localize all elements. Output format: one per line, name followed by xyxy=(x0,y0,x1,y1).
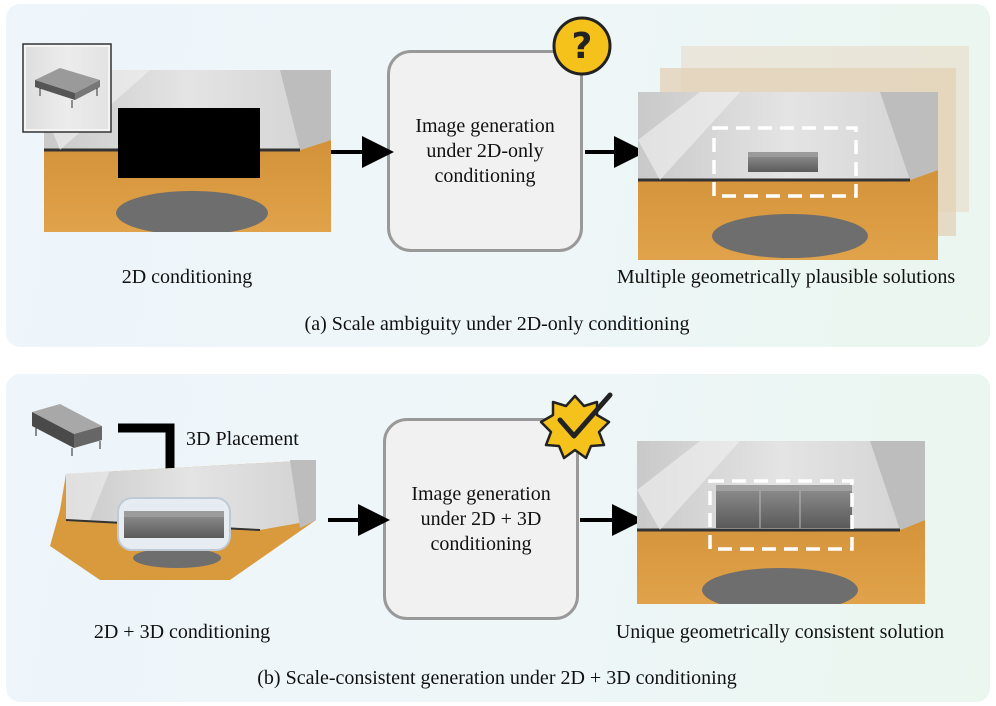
process-text-2d-3d: Image generation under 2D + 3D condition… xyxy=(411,482,551,555)
mask-region xyxy=(118,108,260,178)
output-image-2d-3d xyxy=(637,441,925,604)
dashed-box-output-b xyxy=(708,479,854,551)
placement-label: 3D Placement xyxy=(186,428,299,450)
input-label-2d-3d: 2D + 3D conditioning xyxy=(93,621,271,643)
question-icon: ? xyxy=(552,16,612,76)
output-label-multiple: Multiple geometrically plausible solutio… xyxy=(616,266,956,288)
placement-arrow xyxy=(118,423,175,486)
output-label-unique: Unique geometrically consistent solution xyxy=(615,621,945,643)
reference-object-thumbnail xyxy=(22,43,112,133)
caption-b: (b) Scale-consistent generation under 2D… xyxy=(257,667,737,689)
check-badge-icon xyxy=(539,392,613,460)
caption-a: (a) Scale ambiguity under 2D-only condit… xyxy=(304,313,690,335)
process-text-2d-only: Image generation under 2D-only condition… xyxy=(415,114,555,187)
scene-3d-placement xyxy=(50,460,316,580)
reference-object-3d xyxy=(32,404,102,456)
dashed-box-output-a xyxy=(712,126,858,198)
input-label-2d: 2D conditioning xyxy=(121,266,253,288)
svg-text:?: ? xyxy=(572,26,593,67)
output-image-2d-only xyxy=(638,92,938,260)
